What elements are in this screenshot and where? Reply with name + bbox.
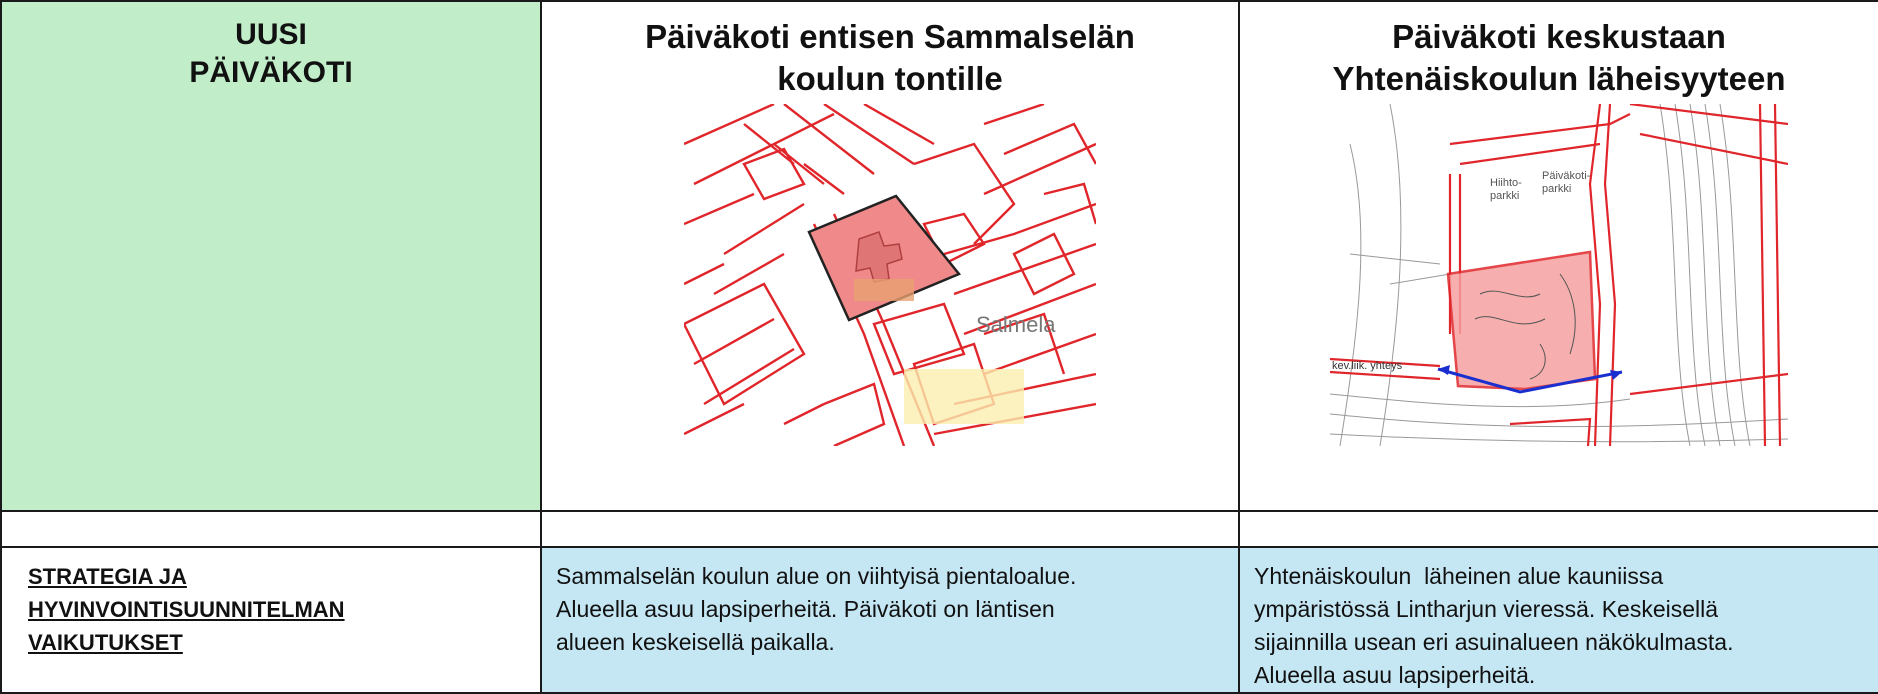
keskusta-description: Yhtenäiskoulun läheinen alue kauniissa y… [1254,563,1734,688]
keskusta-site-area [1446,250,1597,391]
empty-cell-2 [540,510,1240,548]
header-cell-keskusta: Päiväkoti keskustaan Yhtenäiskoulun lähe… [1238,0,1878,512]
salmela-label: Salmela [976,312,1056,337]
sammalsela-description: Sammalselän koulun alue on viihtyisä pie… [556,563,1077,655]
strategy-label: STRATEGIA JA HYVINVOINTISUUNNITELMAN VAI… [28,564,345,655]
empty-cell-1 [0,510,542,548]
kevlik-label: kev.liik. yhteys [1332,360,1403,372]
header-cell-uusi-paivakoti: UUSI PÄIVÄKOTI [0,0,542,512]
col2-title: Päiväkoti entisen Sammalselän koulun ton… [645,18,1135,97]
col3-title: Päiväkoti keskustaan Yhtenäiskoulun lähe… [1332,18,1786,97]
sammalsela-site-map: Salmela [684,104,1096,446]
strategy-keskusta-cell: Yhtenäiskoulun läheinen alue kauniissa y… [1238,546,1878,694]
hiihtoparkki-label-2: parkki [1490,190,1519,202]
paivakotiparkki-label-2: parkki [1542,183,1571,195]
header-cell-sammalsela: Päiväkoti entisen Sammalselän koulun ton… [540,0,1240,512]
keskusta-site-map: Hiihto- parkki Päiväkoti- parkki kev.lii… [1330,104,1788,446]
hiihtoparkki-label-1: Hiihto- [1490,177,1522,189]
paivakotiparkki-label-1: Päiväkoti- [1542,170,1591,182]
strategy-sammalsela-cell: Sammalselän koulun alue on viihtyisä pie… [540,546,1240,694]
strategy-label-cell: STRATEGIA JA HYVINVOINTISUUNNITELMAN VAI… [0,546,542,694]
col1-title: UUSI PÄIVÄKOTI [189,18,353,89]
empty-cell-3 [1238,510,1878,548]
